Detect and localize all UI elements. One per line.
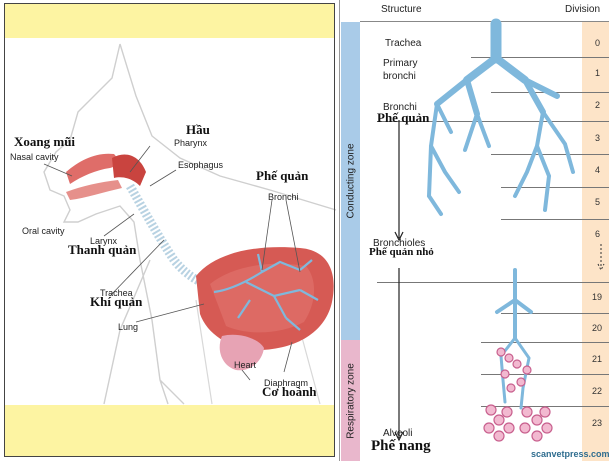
- division-number: 6: [595, 229, 600, 239]
- division-dotted: [598, 244, 604, 270]
- division-number: 20: [592, 323, 602, 333]
- division-number: 0: [595, 38, 600, 48]
- struct-primary-2: bronchi: [383, 71, 416, 82]
- division-arrow: [395, 120, 403, 240]
- division-number: 5: [595, 197, 600, 207]
- division-arrow-2: [395, 268, 403, 440]
- panel-frame: [4, 3, 335, 457]
- vn-struct-phe-quan-nho: Phế quản nhỏ: [369, 246, 434, 258]
- division-number: 3: [595, 133, 600, 143]
- airway-divisions-panel: Structure Division Conducting zone Respi…: [341, 0, 609, 461]
- struct-trachea: Trachea: [385, 38, 421, 49]
- bronchiole-branch: [497, 270, 531, 338]
- vn-struct-phe-nang: Phế nang: [371, 438, 431, 455]
- division-number: 19: [592, 292, 602, 302]
- alveoli-clusters: [484, 348, 552, 441]
- airway-tree: [341, 0, 609, 461]
- primary-bronchi-branch: [467, 58, 525, 80]
- division-number: 21: [592, 354, 602, 364]
- division-number: 2: [595, 100, 600, 110]
- anatomy-panel: Nasal cavity Oral cavity Pharynx Esophag…: [0, 0, 340, 461]
- division-number: 23: [592, 418, 602, 428]
- watermark: scanvetpress.com: [531, 449, 609, 459]
- division-number: 1: [595, 68, 600, 78]
- struct-primary-1: Primary: [383, 58, 417, 69]
- bronchi-branch: [437, 80, 557, 114]
- division-number: 4: [595, 165, 600, 175]
- vn-struct-phe-quan: Phế quản: [377, 110, 429, 126]
- division-number: 22: [592, 386, 602, 396]
- small-bronchi-branch: [429, 104, 573, 214]
